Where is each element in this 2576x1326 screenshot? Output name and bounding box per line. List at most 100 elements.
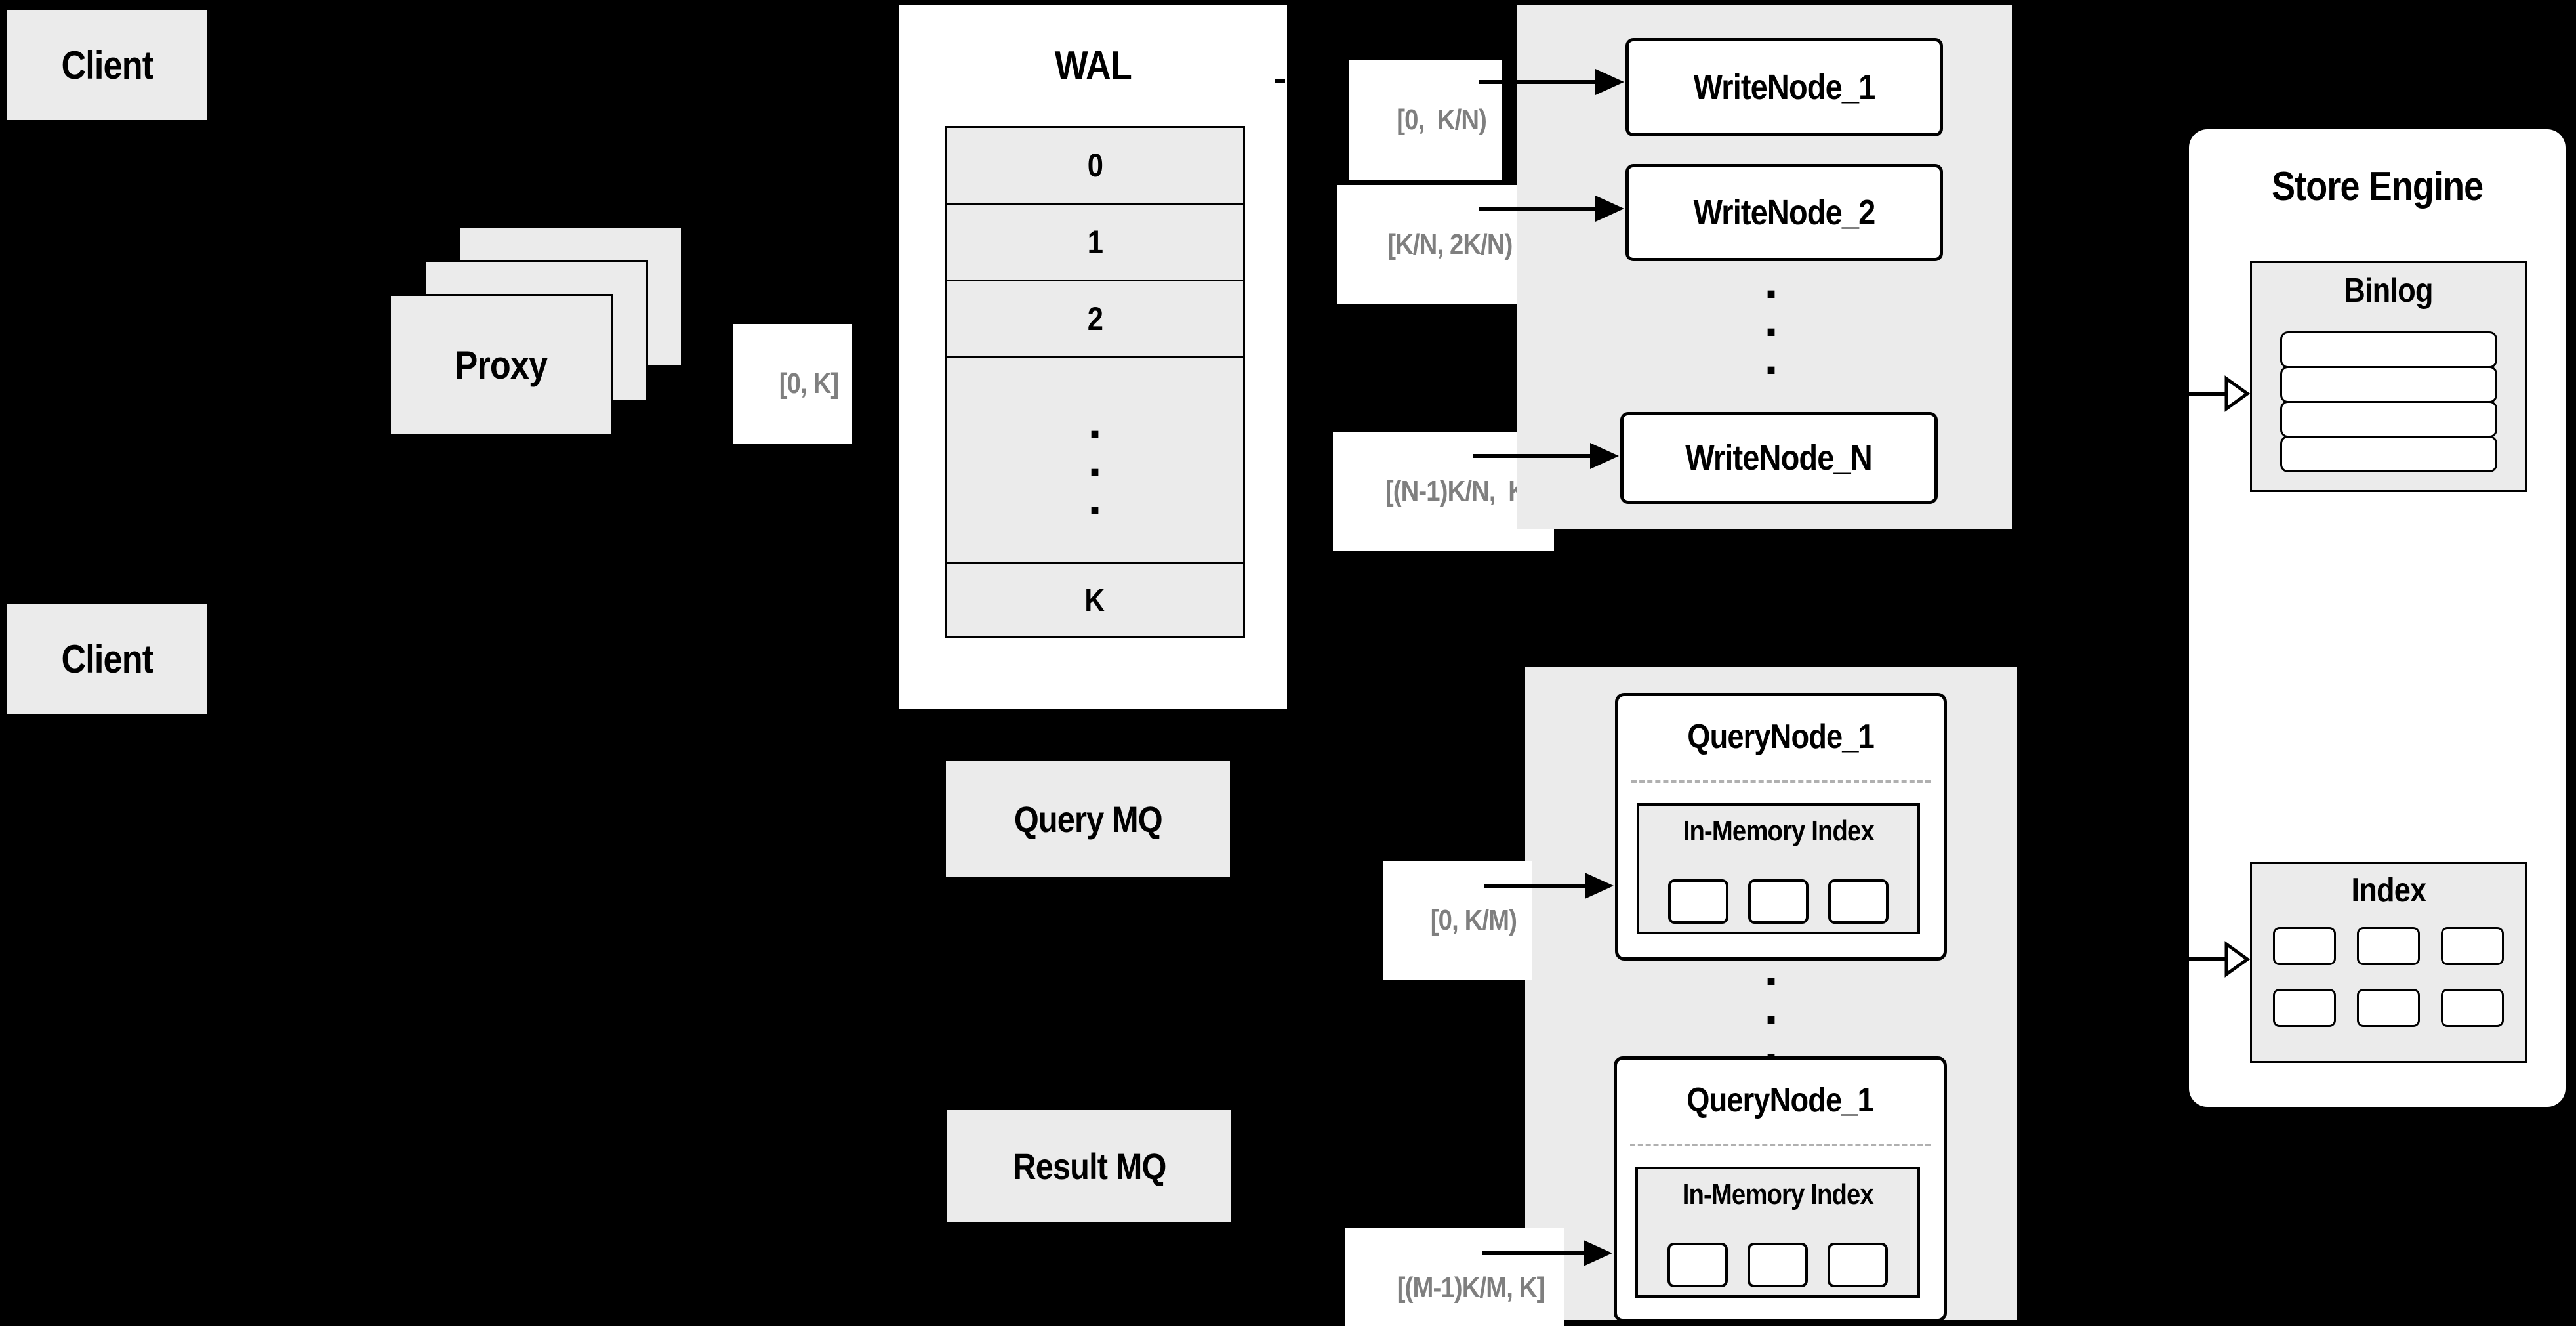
wal-row-k-text: K	[1084, 581, 1105, 619]
in-memory-index-bottom-title: In-Memory Index	[1682, 1178, 1873, 1211]
query-node-bottom-title-wrap: QueryNode_1	[1617, 1081, 1944, 1120]
in-memory-segments-bottom	[1638, 1243, 1917, 1287]
in-memory-index-top-title: In-Memory Index	[1683, 815, 1874, 847]
range-label-writeN-text: [(N-1)K/N, K]	[1385, 475, 1534, 507]
query-mq-label: Query MQ	[1013, 798, 1163, 840]
memory-segment	[1748, 1243, 1808, 1287]
query-node-bottom-title: QueryNode_1	[1687, 1081, 1874, 1119]
wal-row-k: K	[947, 562, 1243, 636]
write-node-1-label: WriteNode_1	[1693, 68, 1876, 107]
in-memory-index-bottom-title-wrap: In-Memory Index	[1638, 1178, 1917, 1211]
range-label-write2: [K/N, 2K/N)	[1337, 185, 1531, 304]
wal-row-2-text: 2	[1087, 300, 1103, 337]
binlog-row	[2280, 436, 2497, 472]
in-memory-index-box-bottom: In-Memory Index	[1635, 1167, 1920, 1298]
arrow-index-icon	[2165, 941, 2250, 978]
binlog-row	[2280, 331, 2497, 368]
wal-row-1: 1	[947, 203, 1243, 280]
binlog-box: Binlog	[2250, 261, 2527, 492]
wal-row-1-text: 1	[1087, 224, 1103, 260]
index-segment	[2441, 989, 2504, 1027]
arrow-binlog-icon	[2165, 375, 2250, 412]
query-node-bottom-divider	[1630, 1144, 1931, 1146]
memory-segment	[1748, 879, 1809, 924]
memory-segment	[1828, 879, 1889, 924]
wal-out-connector-stub	[1275, 79, 1285, 83]
client-box-top: Client	[7, 10, 207, 120]
wal-title-wrap: WAL	[899, 43, 1287, 89]
range-label-write1: [0, K/N)	[1349, 60, 1503, 180]
index-segment	[2357, 989, 2420, 1027]
client-middle-label: Client	[61, 636, 153, 681]
index-title: Index	[2351, 871, 2426, 909]
dot-icon: .	[1764, 253, 1778, 309]
memory-segment	[1667, 1243, 1728, 1287]
wal-table: 0 1 2 . . . K	[945, 126, 1245, 638]
wal-row-ellipsis: . . .	[947, 356, 1243, 562]
index-grid-row	[2252, 927, 2525, 965]
index-title-wrap: Index	[2252, 871, 2525, 910]
binlog-rows	[2252, 331, 2525, 472]
wal-title: WAL	[1054, 43, 1132, 89]
binlog-title-wrap: Binlog	[2252, 271, 2525, 310]
binlog-title: Binlog	[2344, 272, 2433, 310]
proxy-box: Proxy	[389, 294, 613, 436]
dot-icon: .	[1764, 291, 1778, 347]
in-memory-segments-top	[1639, 879, 1917, 924]
index-segment	[2357, 927, 2420, 965]
result-mq-box: Result MQ	[947, 1110, 1231, 1222]
range-label-query-bottom-text: [(M-1)K/M, K]	[1397, 1272, 1545, 1304]
binlog-row	[2280, 366, 2497, 403]
index-segment	[2441, 927, 2504, 965]
arrow-query-bottom-icon	[1482, 1240, 1612, 1266]
wal-row-0-text: 0	[1087, 147, 1103, 184]
write-node-2-label: WriteNode_2	[1693, 193, 1876, 232]
in-memory-index-box-top: In-Memory Index	[1637, 803, 1920, 934]
arrow-write1-icon	[1479, 69, 1624, 95]
memory-segment	[1668, 879, 1728, 924]
in-memory-index-top-title-wrap: In-Memory Index	[1639, 815, 1917, 848]
query-node-ellipsis: . . .	[1738, 941, 1804, 1070]
query-node-top-title-wrap: QueryNode_1	[1618, 717, 1944, 756]
write-node-2: WriteNode_2	[1625, 164, 1943, 261]
dot-icon: .	[1764, 941, 1778, 997]
index-segment	[2273, 927, 2336, 965]
store-engine-panel: Store Engine Binlog Index	[2189, 129, 2566, 1107]
index-segment	[2273, 989, 2336, 1027]
wal-panel: WAL 0 1 2 . . . K	[899, 5, 1287, 709]
query-node-top-title: QueryNode_1	[1687, 718, 1875, 756]
range-label-write2-text: [K/N, 2K/N)	[1387, 228, 1513, 260]
write-node-n-label: WriteNode_N	[1685, 438, 1873, 478]
store-engine-title: Store Engine	[2271, 164, 2484, 209]
index-box: Index	[2250, 862, 2527, 1063]
query-node-bottom: QueryNode_1 In-Memory Index	[1614, 1056, 1947, 1322]
write-node-ellipsis: . . .	[1738, 253, 1804, 383]
write-node-1: WriteNode_1	[1625, 38, 1943, 136]
proxy-label: Proxy	[455, 342, 548, 387]
binlog-row	[2280, 401, 2497, 438]
range-label-proxy-out: [0, K]	[733, 324, 852, 444]
result-mq-label: Result MQ	[1012, 1145, 1166, 1187]
arrow-query-top-icon	[1484, 873, 1614, 899]
index-grid-row	[2252, 989, 2525, 1027]
store-engine-title-wrap: Store Engine	[2189, 163, 2566, 210]
index-grid	[2252, 927, 2525, 1027]
dot-icon: .	[1764, 979, 1778, 1035]
arrow-writeN-icon	[1473, 443, 1619, 469]
range-label-proxy-out-text: [0, K]	[779, 367, 839, 400]
range-label-query-top: [0, K/M)	[1383, 861, 1532, 980]
memory-segment	[1828, 1243, 1888, 1287]
arrow-write2-icon	[1479, 196, 1624, 222]
dot-icon: .	[1088, 470, 1102, 526]
query-node-top-divider	[1631, 780, 1931, 783]
client-box-middle: Client	[7, 604, 207, 714]
write-node-n: WriteNode_N	[1620, 412, 1938, 504]
range-label-write1-text: [0, K/N)	[1397, 104, 1487, 136]
query-mq-box: Query MQ	[946, 761, 1230, 877]
range-label-query-top-text: [0, K/M)	[1430, 904, 1517, 936]
range-label-query-bottom: [(M-1)K/M, K]	[1345, 1228, 1565, 1326]
dot-icon: .	[1088, 432, 1102, 487]
wal-row-2: 2	[947, 280, 1243, 356]
wal-row-0: 0	[947, 128, 1243, 203]
